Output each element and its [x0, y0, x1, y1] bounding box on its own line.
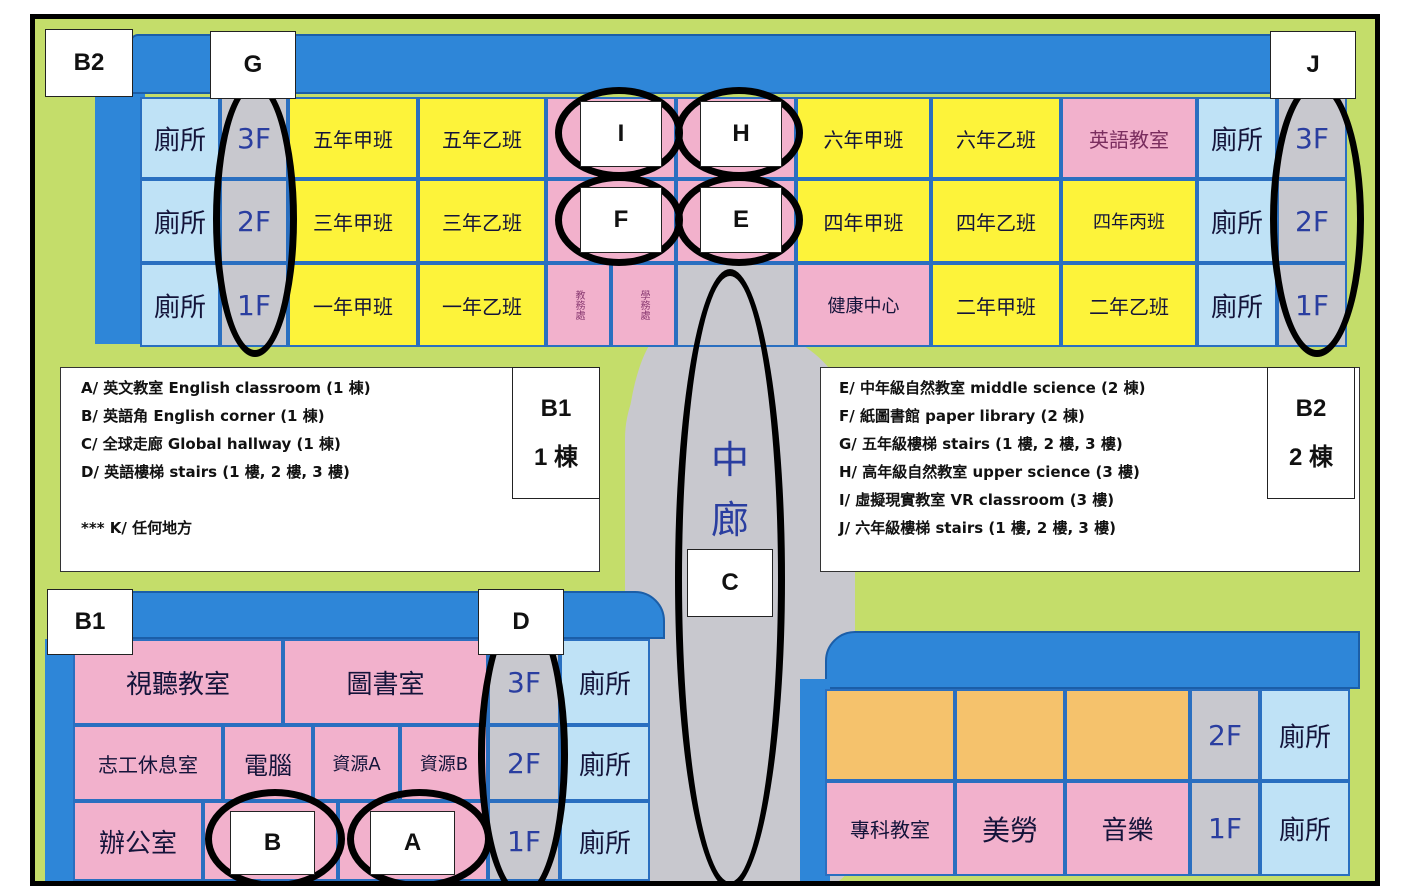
ring-g-stairs: [213, 81, 297, 357]
legend-b2-line-h: H/ 高年級自然教室 upper science (3 樓): [839, 463, 1140, 481]
ring-b: [205, 789, 345, 881]
legend-b2-subtitle: 2 棟: [1288, 443, 1333, 471]
south-building-roof: [825, 631, 1360, 689]
room-south-2f-c: [1065, 689, 1190, 781]
legend-b2-line-f: F/ 紙圖書館 paper library (2 棟): [839, 407, 1085, 425]
legend-b1-line-a: A/ 英文教室 English classroom (1 棟): [81, 379, 371, 397]
room-av: 視聽教室: [73, 639, 283, 725]
room-health-center: 健康中心: [796, 263, 931, 347]
room-special: 專科教室: [825, 781, 955, 876]
ring-j-stairs: [1270, 81, 1364, 357]
legend-building-1: A/ 英文教室 English classroom (1 棟) B/ 英語角 E…: [60, 367, 600, 572]
room-south-2f-b: [955, 689, 1065, 781]
room-english: 英語教室: [1061, 97, 1197, 179]
legend-b1-line-c: C/ 全球走廊 Global hallway (1 棟): [81, 435, 341, 453]
north-building-roof: [130, 34, 1350, 94]
room-6b: 六年乙班: [931, 97, 1061, 179]
room-3b: 三年乙班: [418, 179, 546, 263]
legend-b1-line-k: *** K/ 任何地方: [81, 519, 193, 537]
legend-b1-line-b: B/ 英語角 English corner (1 棟): [81, 407, 325, 425]
room-b1-2f-toilet: 廁所: [560, 725, 650, 801]
label-j: J: [1270, 31, 1356, 99]
label-f: F: [580, 187, 662, 253]
room-b1-3f-toilet: 廁所: [560, 639, 650, 725]
room-1b: 一年乙班: [418, 263, 546, 347]
room-computer: 電腦: [223, 725, 313, 801]
room-south-1f-toilet: 廁所: [1260, 781, 1350, 876]
ring-a: [347, 789, 492, 881]
room-north-1f-toilet-left: 廁所: [140, 263, 220, 347]
room-volunteer: 志工休息室: [73, 725, 223, 801]
room-south-1f-stair: 1F: [1190, 781, 1260, 876]
room-library: 圖書室: [283, 639, 488, 725]
label-g: G: [210, 31, 296, 99]
room-resource-a: 資源A: [313, 725, 400, 801]
room-academic-affairs-label: 教務處: [573, 290, 584, 320]
legend-b2-line-g: G/ 五年級樓梯 stairs (1 樓, 2 樓, 3 樓): [839, 435, 1123, 453]
legend-b1-title-box: B1 1 棟: [512, 367, 600, 499]
room-5b: 五年乙班: [418, 97, 546, 179]
room-4b: 四年乙班: [931, 179, 1061, 263]
room-south-2f-stair: 2F: [1190, 689, 1260, 781]
room-art: 美勞: [955, 781, 1065, 876]
b1-building-roof: [95, 591, 665, 639]
legend-b1-subtitle: 1 棟: [533, 443, 578, 471]
room-north-3f-toilet-right: 廁所: [1197, 97, 1277, 179]
label-c: C: [687, 549, 773, 617]
room-4c: 四年丙班: [1061, 179, 1197, 263]
ring-e: [675, 174, 803, 266]
legend-b2-line-j: J/ 六年級樓梯 stairs (1 樓, 2 樓, 3 樓): [839, 519, 1116, 537]
room-1a: 一年甲班: [288, 263, 418, 347]
room-5a: 五年甲班: [288, 97, 418, 179]
room-student-affairs: 學務處: [611, 263, 676, 347]
room-north-2f-toilet-right: 廁所: [1197, 179, 1277, 263]
room-4a: 四年甲班: [796, 179, 931, 263]
north-building-side: [95, 94, 145, 344]
label-d: D: [478, 589, 564, 655]
room-b1-1f-toilet: 廁所: [560, 801, 650, 881]
room-music: 音樂: [1065, 781, 1190, 876]
room-student-affairs-label: 學務處: [638, 290, 649, 320]
room-2a: 二年甲班: [931, 263, 1061, 347]
legend-b2-title-box: B2 2 棟: [1267, 367, 1355, 499]
label-e: E: [700, 187, 782, 253]
legend-b2-line-i: I/ 虛擬現實教室 VR classroom (3 樓): [839, 491, 1115, 509]
legend-b1-title: B1: [540, 394, 572, 422]
legend-b1-line-d: D/ 英語樓梯 stairs (1 樓, 2 樓, 3 樓): [81, 463, 350, 481]
label-b1-bottom: B1: [47, 589, 133, 655]
room-academic-affairs: 教務處: [546, 263, 611, 347]
room-north-1f-toilet-right: 廁所: [1197, 263, 1277, 347]
label-b: B: [230, 811, 315, 875]
room-office: 辦公室: [73, 801, 203, 881]
legend-b2-title: B2: [1295, 394, 1327, 422]
room-resource-b: 資源B: [400, 725, 488, 801]
room-south-2f-toilet: 廁所: [1260, 689, 1350, 781]
room-south-2f-a: [825, 689, 955, 781]
ring-c-corridor: [675, 269, 785, 881]
label-i: I: [580, 101, 662, 167]
label-a: A: [370, 811, 455, 875]
legend-b2-line-e: E/ 中年級自然教室 middle science (2 棟): [839, 379, 1146, 397]
room-north-2f-toilet-left: 廁所: [140, 179, 220, 263]
campus-map: 廁所 3F 五年甲班 五年乙班 六年甲班 六年乙班 英語教室 廁所 3F 廁所 …: [30, 14, 1380, 886]
label-h: H: [700, 101, 782, 167]
room-6a: 六年甲班: [796, 97, 931, 179]
label-b2-top: B2: [45, 29, 133, 97]
room-north-3f-toilet-left: 廁所: [140, 97, 220, 179]
room-2b: 二年乙班: [1061, 263, 1197, 347]
room-3a: 三年甲班: [288, 179, 418, 263]
